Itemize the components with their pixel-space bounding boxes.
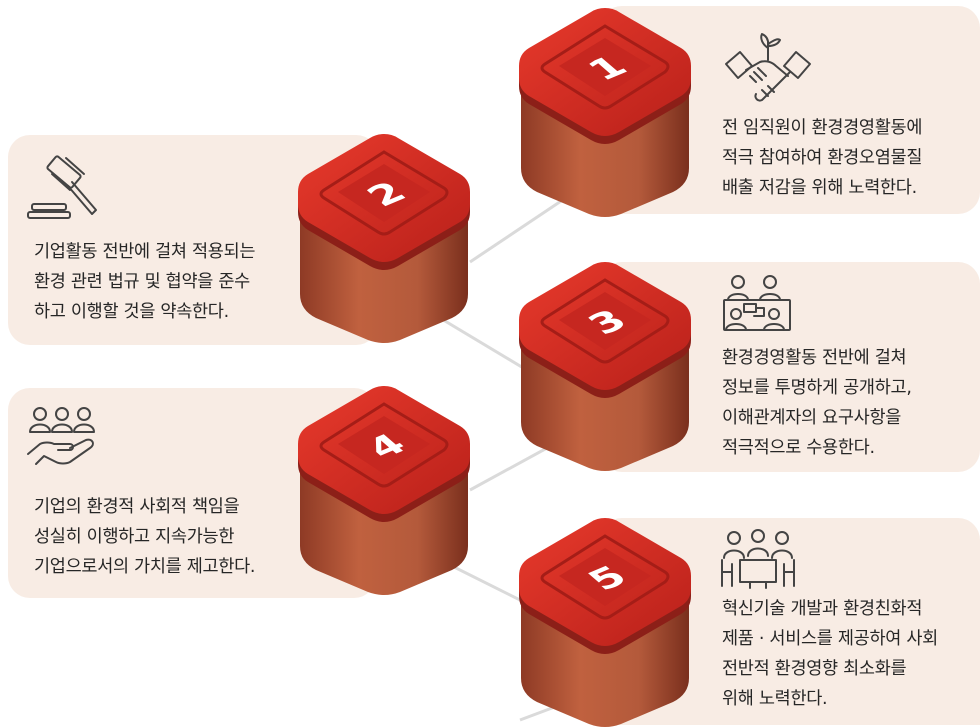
pledge-line: 기업활동 전반에 걸쳐 적용되는: [34, 242, 256, 262]
number-cube-4: 4: [294, 386, 474, 596]
pledge-line: 전반적 환경영향 최소화를: [722, 659, 907, 679]
number-cube-5: 5: [515, 518, 695, 728]
pledge-text-5: 혁신기술 개발과 환경친화적 제품 · 서비스를 제공하여 사회 전반적 환경영…: [722, 594, 938, 714]
pledge-line: 혁신기술 개발과 환경친화적: [722, 599, 923, 619]
number-cube-3: 3: [515, 262, 695, 472]
people-in-hand-icon: [26, 404, 102, 472]
pledge-text-1: 전 임직원이 환경경영활동에 적극 참여하여 환경오염물질 배출 저감을 위해 …: [722, 113, 922, 203]
pledge-line: 배출 저감을 위해 노력한다.: [722, 178, 917, 198]
number-cube-1: 1: [515, 8, 695, 218]
pledge-line: 위해 노력한다.: [722, 689, 828, 709]
pledge-text-2: 기업활동 전반에 걸쳐 적용되는 환경 관련 법규 및 협약을 준수 하고 이행…: [34, 237, 256, 327]
pledge-line: 적극 참여하여 환경오염물질: [722, 148, 923, 168]
conference-table-icon: [720, 528, 800, 590]
pledge-line: 환경 관련 법규 및 협약을 준수: [34, 272, 250, 292]
pledge-line: 적극적으로 수용한다.: [722, 438, 875, 458]
pledge-text-4: 기업의 환경적 사회적 책임을 성실히 이행하고 지속가능한 기업으로서의 가치…: [34, 492, 256, 582]
pledge-text-3: 환경경영활동 전반에 걸쳐 정보를 투명하게 공개하고, 이해관계자의 요구사항…: [722, 343, 912, 463]
pledge-line: 기업의 환경적 사회적 책임을: [34, 497, 240, 517]
pledge-line: 하고 이행할 것을 약속한다.: [34, 302, 229, 322]
number-cube-2: 2: [294, 134, 474, 344]
handshake-plant-icon: [722, 30, 814, 108]
gavel-icon: [26, 152, 106, 224]
pledge-line: 제품 · 서비스를 제공하여 사회: [722, 629, 938, 649]
meeting-people-icon: [720, 272, 800, 338]
pledge-line: 정보를 투명하게 공개하고,: [722, 378, 912, 398]
pledge-line: 성실히 이행하고 지속가능한: [34, 527, 235, 547]
pledge-line: 전 임직원이 환경경영활동에: [722, 118, 923, 138]
pledge-line: 환경경영활동 전반에 걸쳐: [722, 348, 907, 368]
pledge-line: 기업으로서의 가치를 제고한다.: [34, 557, 256, 577]
pledge-line: 이해관계자의 요구사항을: [722, 408, 902, 428]
